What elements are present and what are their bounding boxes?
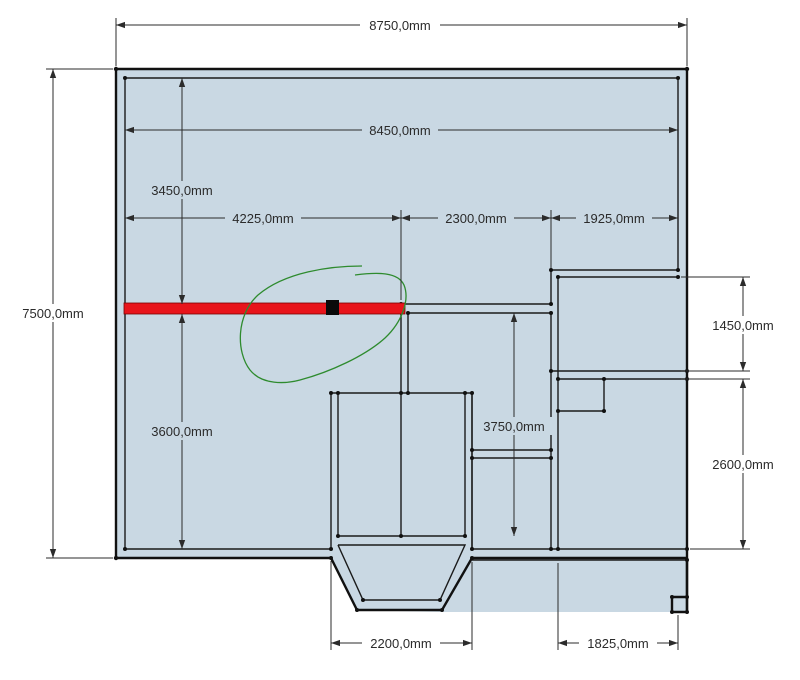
dimension-segment-right: 1925,0mm bbox=[583, 211, 644, 226]
dimension-corridor-height: 3750,0mm bbox=[483, 419, 544, 434]
dimension-inner-width: 8450,0mm bbox=[369, 123, 430, 138]
dimension-segment-middle: 2300,0mm bbox=[445, 211, 506, 226]
dimension-bottom-right-width: 1825,0mm bbox=[587, 636, 648, 651]
black-square-marker[interactable] bbox=[326, 300, 339, 315]
dimension-right-lower-room: 2600,0mm bbox=[712, 457, 773, 472]
dimension-total-height: 7500,0mm bbox=[22, 306, 83, 321]
red-wall-highlight[interactable] bbox=[123, 302, 406, 315]
dimension-right-upper-room: 1450,0mm bbox=[712, 318, 773, 333]
outer-wall bbox=[116, 67, 689, 614]
middle-room-outline bbox=[401, 269, 678, 305]
dimension-upper-depth: 3450,0mm bbox=[151, 183, 212, 198]
dimension-lower-depth: 3600,0mm bbox=[151, 424, 212, 439]
green-freehand-circle bbox=[239, 265, 407, 384]
dimension-total-width: 8750,0mm bbox=[369, 18, 430, 33]
dimension-segment-left: 4225,0mm bbox=[232, 211, 293, 226]
dimension-bay-width: 2200,0mm bbox=[370, 636, 431, 651]
vertex-points bbox=[113, 66, 690, 614]
